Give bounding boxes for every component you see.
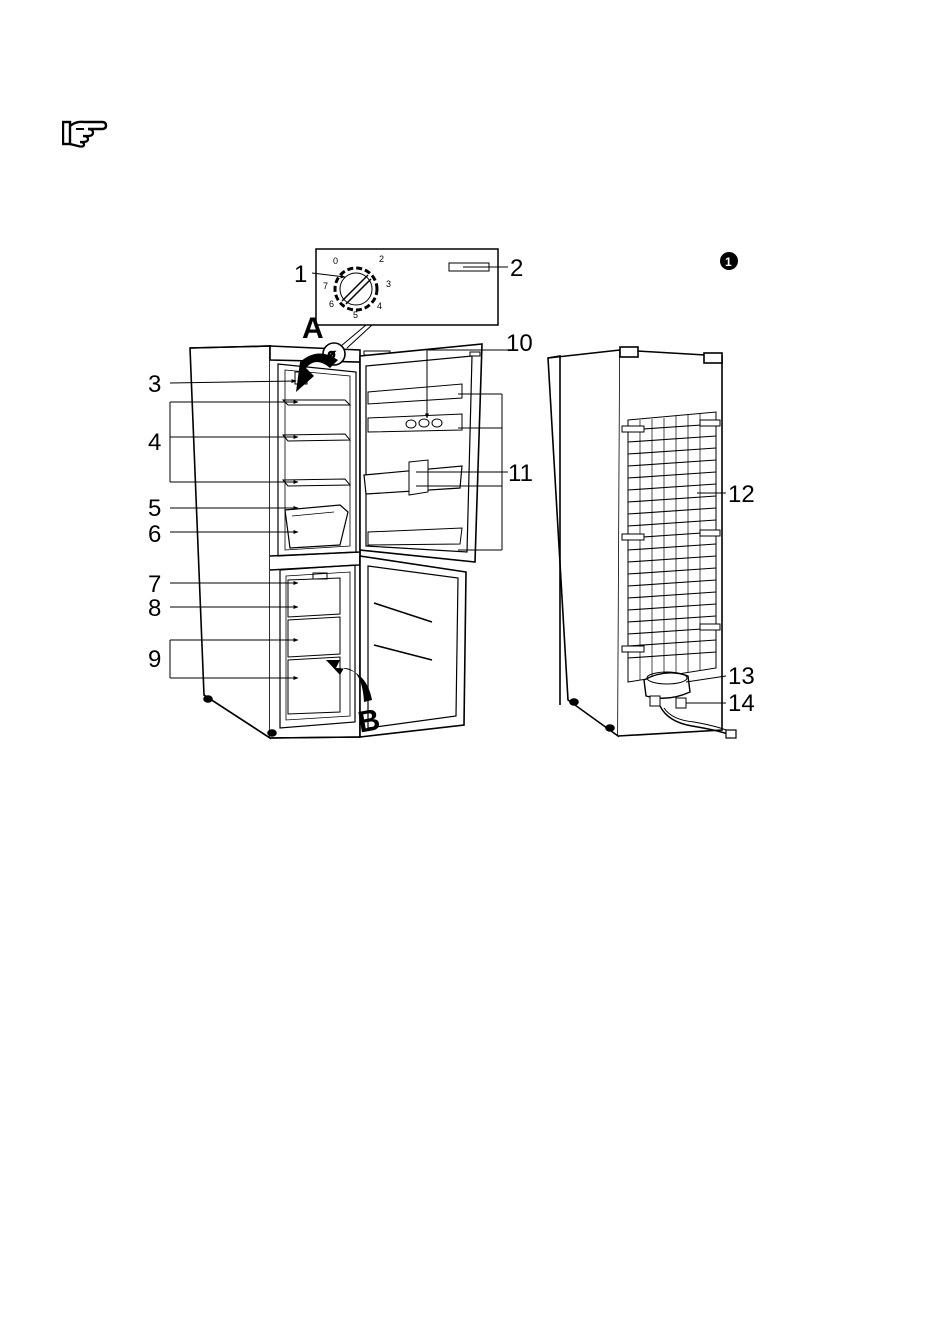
control-panel-inset: 0 2 3 4 5 6 7 [316, 249, 498, 348]
callout-3: 3 [148, 371, 161, 398]
dial-number-4: 4 [377, 301, 382, 311]
door-label-a: A [302, 312, 324, 345]
dial-number-7: 7 [323, 281, 328, 291]
callout-6: 6 [148, 521, 161, 548]
dial-number-5: 5 [353, 310, 358, 320]
dial-number-2: 2 [379, 254, 384, 264]
figure-badge-number: 1 [725, 255, 732, 269]
dial-number-0: 0 [333, 256, 338, 266]
callout-4: 4 [148, 429, 161, 456]
callout-5: 5 [148, 495, 161, 522]
callout-11: 11 [508, 460, 533, 487]
fridge-rear-view [548, 347, 736, 738]
callout-2: 2 [510, 255, 523, 282]
callout-8: 8 [148, 595, 161, 622]
callout-12: 12 [728, 481, 755, 508]
callout-13: 13 [728, 663, 755, 690]
callout-10: 10 [506, 330, 533, 357]
callout-14: 14 [728, 690, 755, 717]
callout-7: 7 [148, 571, 161, 598]
dial-number-3: 3 [386, 279, 391, 289]
callout-1: 1 [294, 261, 307, 288]
dial-number-6: 6 [329, 299, 334, 309]
callout-9: 9 [148, 646, 161, 673]
